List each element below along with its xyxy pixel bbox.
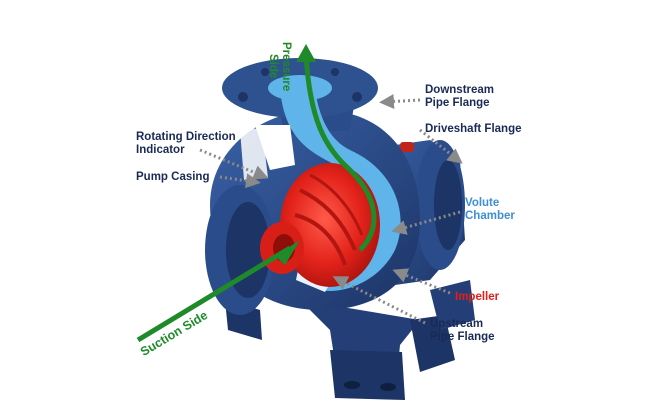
leader-driveshaft xyxy=(419,128,463,164)
volute-line2: Chamber xyxy=(465,210,515,222)
leader-pump-casing xyxy=(219,173,261,189)
downstream-line2: Pipe Flange xyxy=(425,97,490,109)
upstream-line1: Upstream xyxy=(430,318,484,330)
pressure-text: Pressure xyxy=(280,42,292,92)
pump-casing-label: Pump Casing xyxy=(136,171,209,184)
leader-downstream xyxy=(379,93,421,109)
pressure-flow-arrow xyxy=(303,54,377,252)
rotating-line2: Indicator xyxy=(136,144,185,156)
downstream-line1: Downstream xyxy=(425,84,495,96)
leader-upstream xyxy=(332,276,426,325)
volute-line1: Volute xyxy=(465,197,500,209)
upstream-line2: Pipe Flange xyxy=(430,331,495,343)
leader-volute xyxy=(391,210,461,235)
impeller-label: Impeller xyxy=(455,291,499,304)
leader-impeller xyxy=(392,268,451,295)
rotating-direction-label: Rotating Direction Indicator xyxy=(136,131,236,157)
pump-casing-text: Pump Casing xyxy=(136,171,210,183)
volute-chamber-label: Volute Chamber xyxy=(465,197,515,223)
pressure-side-label: Pressure Side xyxy=(266,42,292,91)
driveshaft-text: Driveshaft Flange xyxy=(425,123,522,135)
impeller-text: Impeller xyxy=(455,291,500,303)
driveshaft-flange-label: Driveshaft Flange xyxy=(425,123,522,136)
side-text: Side xyxy=(267,54,279,79)
rotating-line1: Rotating Direction xyxy=(136,131,236,143)
flow-arrows xyxy=(136,44,377,343)
leader-lines xyxy=(199,93,463,325)
suction-flow-arrow xyxy=(136,245,292,343)
leader-rotating xyxy=(199,148,269,180)
downstream-pipe-flange-label: Downstream Pipe Flange xyxy=(425,84,494,110)
upstream-pipe-flange-label: Upstream Pipe Flange xyxy=(430,318,495,344)
